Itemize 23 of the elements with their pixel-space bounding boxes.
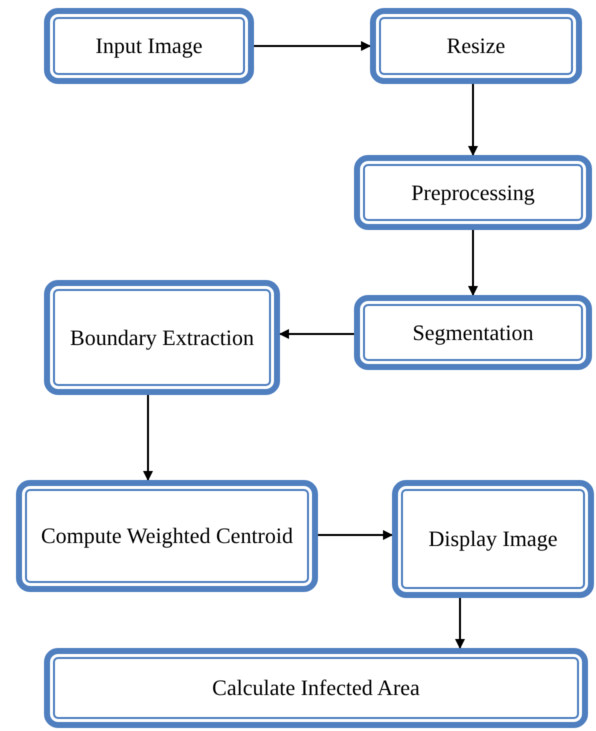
process-box (44, 280, 280, 395)
box-label: Calculate Infected Area (212, 674, 420, 702)
box-label: Display Image (428, 525, 558, 553)
box-label: Segmentation (412, 318, 534, 347)
box-label: Preprocessing (411, 178, 535, 207)
arrow (468, 84, 478, 156)
arrow (143, 395, 153, 481)
process-box (392, 480, 594, 598)
process-box (354, 295, 592, 370)
arrow (468, 230, 478, 296)
box-label: Compute Weighted Centroid (40, 522, 293, 550)
box-label: Boundary Extraction (70, 324, 254, 352)
arrow (279, 329, 354, 339)
arrow (455, 598, 465, 649)
box-label: Resize (446, 32, 506, 60)
arrow (254, 41, 371, 51)
process-box (44, 8, 254, 84)
box-label: Input Image (96, 32, 202, 60)
arrow (318, 530, 393, 540)
process-box (370, 8, 582, 84)
process-box (354, 155, 592, 230)
process-box (44, 648, 588, 728)
process-box (16, 480, 318, 592)
